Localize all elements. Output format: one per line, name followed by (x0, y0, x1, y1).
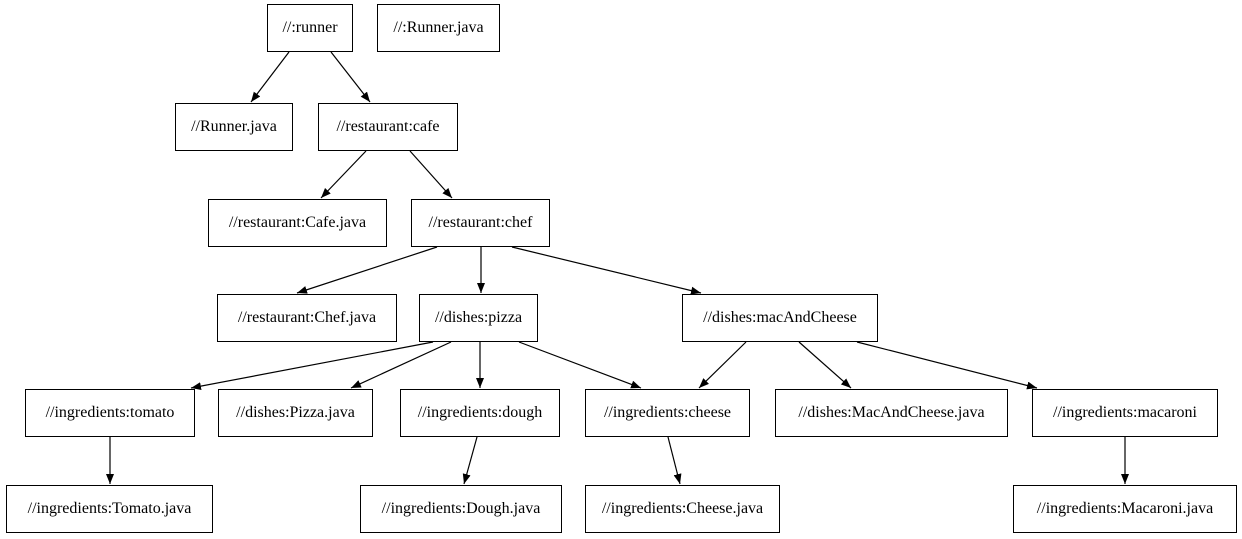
node-cheese-java: //ingredients:Cheese.java (585, 485, 780, 533)
node-runner: //:runner (267, 4, 353, 52)
node-runner-java-root: //:Runner.java (377, 4, 500, 52)
edge-runner-to-cafe (330, 51, 371, 103)
node-mac-and-cheese-java: //dishes:MacAndCheese.java (775, 389, 1008, 437)
node-pizza: //dishes:pizza (419, 294, 538, 342)
node-macaroni: //ingredients:macaroni (1032, 389, 1218, 437)
edge-mac-and-cheese-to-macaroni (856, 341, 1038, 390)
node-mac-and-cheese: //dishes:macAndCheese (682, 294, 878, 342)
edge-cafe-to-cafe-java (320, 150, 367, 199)
edge-dough-to-dough-java (462, 436, 478, 485)
node-cheese: //ingredients:cheese (585, 389, 750, 437)
node-runner-java: //Runner.java (175, 103, 293, 151)
node-cafe: //restaurant:cafe (318, 103, 458, 151)
node-pizza-java: //dishes:Pizza.java (218, 389, 373, 437)
edge-cafe-to-chef (409, 150, 453, 199)
node-tomato: //ingredients:tomato (25, 389, 195, 437)
edge-mac-and-cheese-to-mac-and-cheese-java (798, 341, 852, 389)
node-dough: //ingredients:dough (400, 389, 560, 437)
edge-pizza-to-pizza-java (350, 341, 452, 389)
edge-pizza-to-tomato (190, 341, 434, 391)
node-chef-java: //restaurant:Chef.java (217, 294, 397, 342)
node-tomato-java: //ingredients:Tomato.java (6, 485, 213, 533)
node-dough-java: //ingredients:Dough.java (360, 485, 562, 533)
edge-chef-to-chef-java (296, 246, 438, 294)
node-cafe-java: //restaurant:Cafe.java (208, 199, 387, 247)
node-macaroni-java: //ingredients:Macaroni.java (1013, 485, 1237, 533)
edge-pizza-to-cheese (518, 341, 642, 389)
edge-mac-and-cheese-to-cheese (698, 341, 747, 389)
edge-cheese-to-cheese-java (667, 436, 682, 485)
node-chef: //restaurant:chef (411, 199, 550, 247)
edge-chef-to-mac-and-cheese (511, 246, 702, 295)
edge-runner-to-runner-java (250, 51, 290, 103)
